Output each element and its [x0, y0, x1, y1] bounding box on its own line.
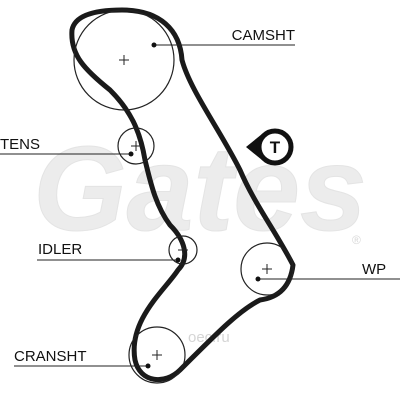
watermark: Gates ® oec.ru — [33, 122, 368, 347]
water-pump-label: WP — [362, 261, 386, 278]
idler-label: IDLER — [38, 241, 82, 258]
timing-belt — [69, 7, 296, 383]
idler-leader — [37, 257, 181, 263]
camshaft-leader — [151, 42, 295, 48]
tensioner-leader — [0, 151, 134, 157]
tensioner-pulley — [117, 127, 155, 165]
camshaft-label: CAMSHT — [232, 27, 295, 44]
water-pump-pulley — [240, 242, 294, 296]
tensioner-marker-icon: T — [246, 128, 294, 166]
watermark-logo: Gates — [33, 122, 367, 256]
tensioner-marker-letter: T — [270, 138, 281, 157]
camshaft-pulley — [73, 9, 175, 111]
crankshaft-leader — [14, 363, 151, 369]
tensioner-label: TENS — [0, 136, 40, 153]
idler-pulley — [168, 235, 198, 265]
water-pump-leader — [255, 276, 400, 282]
watermark-registered-mark: ® — [352, 233, 361, 247]
crankshaft-label: CRANSHT — [14, 348, 87, 365]
crankshaft-pulley — [128, 326, 186, 384]
